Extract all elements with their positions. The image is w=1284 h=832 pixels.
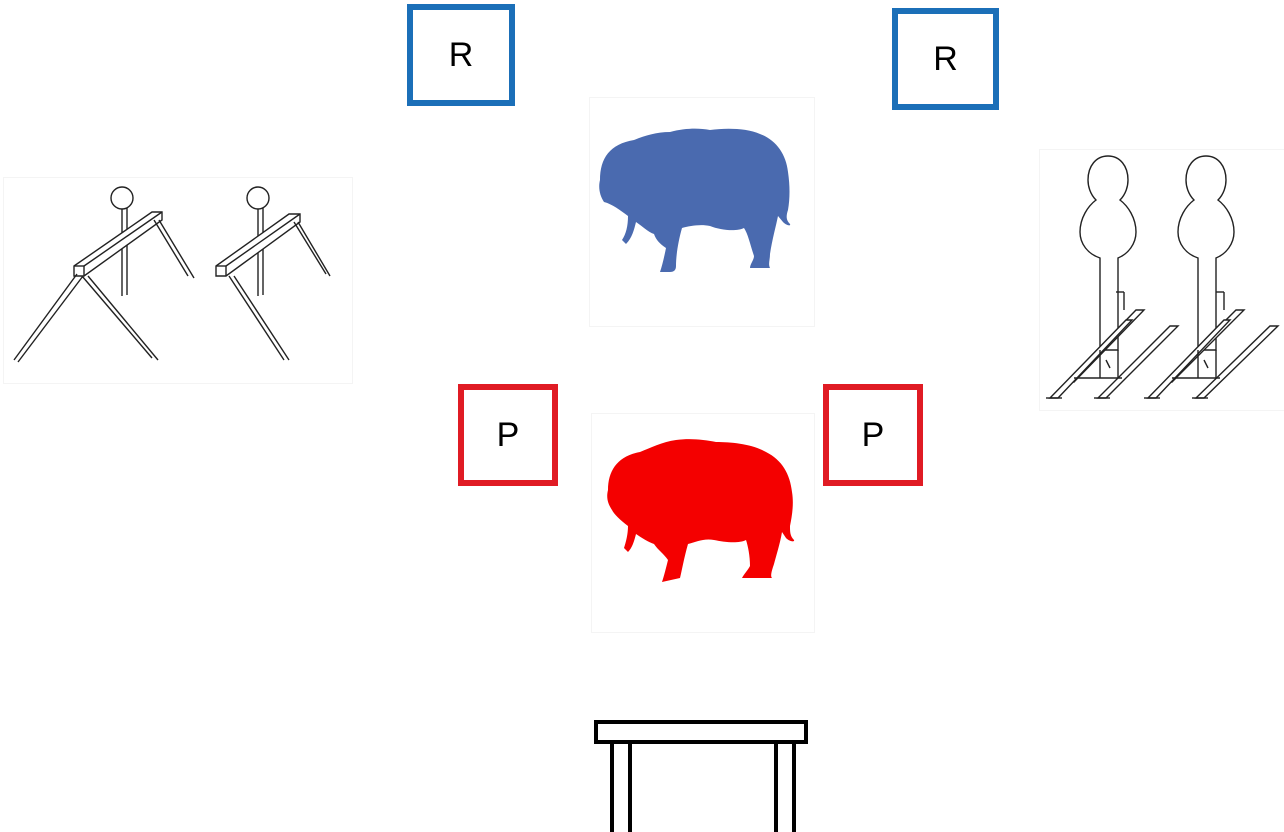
pistol-bison-target	[592, 414, 814, 632]
rifle-bison-target	[590, 98, 814, 326]
shooting-table	[592, 718, 810, 832]
rifle-marker-label: R	[449, 38, 474, 72]
pistol-marker-left: P	[458, 384, 558, 486]
silhouette-target-icon	[1040, 150, 1284, 410]
plate-rack-target-icon	[4, 178, 352, 383]
left-plate-rack-targets	[4, 178, 352, 383]
pistol-marker-right: P	[823, 384, 923, 486]
rifle-marker-left: R	[407, 4, 515, 106]
right-silhouette-targets	[1040, 150, 1284, 410]
pistol-marker-label: P	[497, 418, 520, 452]
pistol-marker-label: P	[862, 418, 885, 452]
bison-target-icon	[590, 98, 814, 326]
bison-target-icon	[592, 414, 814, 632]
rifle-marker-right: R	[892, 8, 999, 110]
table-icon	[592, 718, 810, 832]
rifle-marker-label: R	[933, 42, 958, 76]
